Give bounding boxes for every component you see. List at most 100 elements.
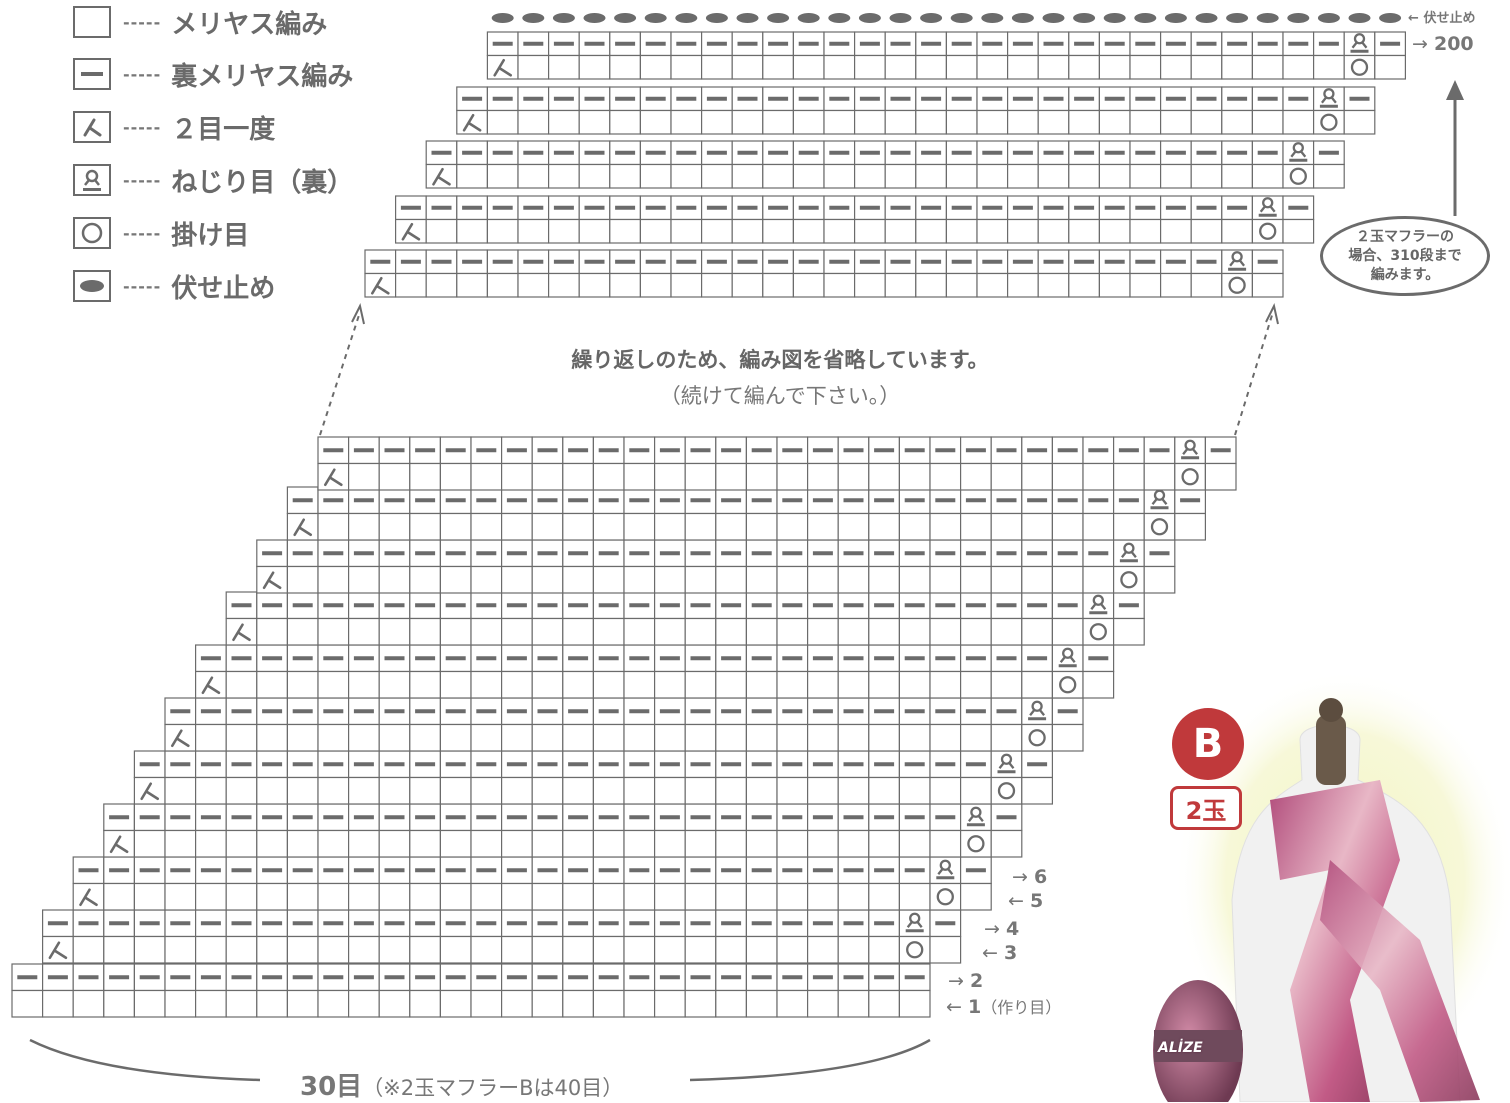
purl-mark — [874, 448, 895, 453]
stitch-count: 30目（※2玉マフラーBは40目） — [300, 1072, 624, 1102]
grid-cell — [378, 565, 411, 594]
twist-mark — [1228, 267, 1247, 271]
grid-cell — [578, 218, 611, 244]
purl-mark — [1196, 41, 1217, 46]
purl-mark — [568, 975, 589, 980]
k2tog-mark — [48, 941, 68, 960]
purl-mark — [904, 656, 925, 661]
purl-mark — [384, 975, 405, 980]
grid-cell — [317, 989, 350, 1018]
note-line: ２玉マフラーの — [1356, 228, 1454, 245]
purl-mark — [874, 709, 895, 714]
purl-mark — [292, 762, 313, 767]
purl-mark — [874, 921, 895, 926]
twist-mark — [1000, 753, 1013, 765]
purl-mark — [506, 498, 527, 503]
legend-label: ２目一度 — [171, 114, 276, 145]
purl-mark — [935, 762, 956, 767]
grid-cell — [990, 829, 1023, 858]
grid-cell — [348, 670, 380, 699]
grid-cell — [1021, 512, 1053, 541]
purl-mark — [798, 41, 819, 46]
purl-mark — [659, 709, 680, 714]
grid-cell — [884, 218, 917, 244]
purl-mark — [843, 921, 864, 926]
grid-cell — [409, 776, 441, 805]
grid-cell — [364, 272, 397, 298]
purl-mark — [1135, 259, 1156, 264]
purl-mark — [982, 259, 1003, 264]
grid-cell — [286, 670, 319, 699]
purl-mark — [843, 975, 864, 980]
twist-mark — [1089, 611, 1108, 615]
grid-cell — [317, 723, 350, 752]
purl-mark — [231, 709, 252, 714]
grid-cell — [348, 462, 380, 491]
grid-cell — [868, 462, 900, 491]
grid-cell — [745, 935, 778, 964]
grid-cell — [623, 462, 656, 491]
purl-mark — [690, 762, 711, 767]
grid-cell — [531, 617, 564, 646]
grid-cell — [884, 272, 917, 298]
purl-mark — [1165, 96, 1186, 101]
grid-cell — [578, 109, 611, 135]
bind-off-mark — [1164, 13, 1187, 23]
purl-mark — [859, 205, 880, 210]
purl-mark — [323, 762, 344, 767]
purl-mark — [568, 921, 589, 926]
purl-mark — [323, 709, 344, 714]
grid-cell — [929, 462, 962, 491]
grid-cell — [990, 512, 1023, 541]
purl-mark — [782, 603, 803, 608]
grid-cell — [486, 218, 519, 244]
yarn-ball-band — [1154, 1030, 1242, 1062]
purl-mark — [629, 762, 650, 767]
grid-cell — [1129, 218, 1162, 244]
purl-mark — [170, 762, 191, 767]
grid-cell — [868, 723, 900, 752]
grid-cell — [592, 565, 625, 594]
purl-mark — [537, 603, 558, 608]
grid-cell — [806, 617, 839, 646]
grid-cell — [578, 54, 611, 80]
purl-mark — [812, 603, 833, 608]
grid-cell — [562, 644, 594, 673]
grid-cell — [409, 617, 441, 646]
grid-cell — [945, 109, 978, 135]
purl-mark — [598, 762, 619, 767]
purl-mark — [1165, 150, 1186, 155]
purl-mark — [415, 921, 436, 926]
grid-cell — [409, 565, 441, 594]
grid-cell — [348, 776, 380, 805]
grid-cell — [195, 776, 227, 805]
grid-cell — [837, 776, 870, 805]
bind-off-mark — [1379, 13, 1402, 23]
purl-mark — [843, 498, 864, 503]
purl-mark — [1227, 41, 1248, 46]
purl-mark — [231, 921, 252, 926]
purl-mark — [1074, 96, 1095, 101]
grid-cell — [1190, 109, 1223, 135]
purl-mark — [370, 259, 391, 264]
yarn-over-mark — [936, 888, 954, 906]
grid-cell — [823, 54, 856, 80]
purl-mark — [1118, 448, 1139, 453]
grid-cell — [776, 829, 809, 858]
grid-cell — [1006, 272, 1039, 298]
purl-mark — [323, 815, 344, 820]
purl-mark — [476, 498, 497, 503]
grid-cell — [1282, 109, 1315, 135]
grid-cell — [439, 776, 472, 805]
purl-mark — [782, 815, 803, 820]
grid-cell — [684, 617, 717, 646]
grid-cell — [776, 882, 809, 911]
purl-mark — [721, 868, 742, 873]
legend-label: 伏せ止め — [171, 273, 276, 304]
grid-cell — [592, 829, 625, 858]
purl-mark — [476, 603, 497, 608]
purl-mark — [935, 551, 956, 556]
yarn-over-mark — [1150, 518, 1169, 536]
grid-cell — [225, 776, 258, 805]
purl-mark — [506, 656, 527, 661]
